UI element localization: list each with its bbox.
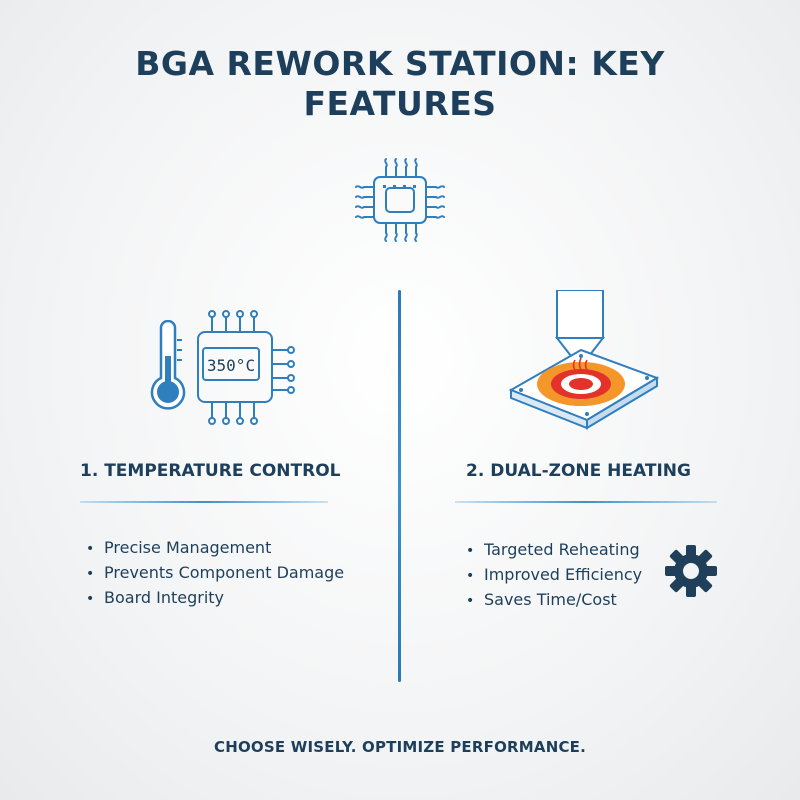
temperature-readout: 350°C: [206, 356, 256, 375]
bga-chip-icon: [340, 145, 460, 255]
feature-heading-dual-zone-heating: 2. DUAL-ZONE HEATING: [466, 461, 691, 481]
heading-rule-left: [80, 501, 328, 503]
list-item: Precise Management: [86, 536, 344, 561]
heat-nozzle-board-icon: [505, 289, 665, 440]
controller-display-icon: 350°C: [190, 308, 300, 432]
feature-heading-temperature-control: 1. TEMPERATURE CONTROL: [80, 461, 341, 481]
list-item: Board Integrity: [86, 586, 344, 611]
gear-icon: [664, 544, 718, 598]
list-item: Prevents Component Damage: [86, 561, 344, 586]
dual-zone-heating-bullet-list: Targeted Reheating Improved Efficiency S…: [466, 538, 642, 613]
tagline: CHOOSE WISELY. OPTIMIZE PERFORMANCE.: [213, 738, 587, 756]
column-divider: [398, 290, 401, 682]
list-item: Targeted Reheating: [466, 538, 642, 563]
temperature-control-bullet-list: Precise Management Prevents Component Da…: [86, 536, 344, 611]
list-item: Saves Time/Cost: [466, 588, 642, 613]
heading-rule-right: [455, 501, 717, 503]
page-title: BGA REWORK STATION: KEY FEATURES: [135, 44, 665, 123]
thermometer-icon: [145, 319, 190, 415]
list-item: Improved Efficiency: [466, 563, 642, 588]
